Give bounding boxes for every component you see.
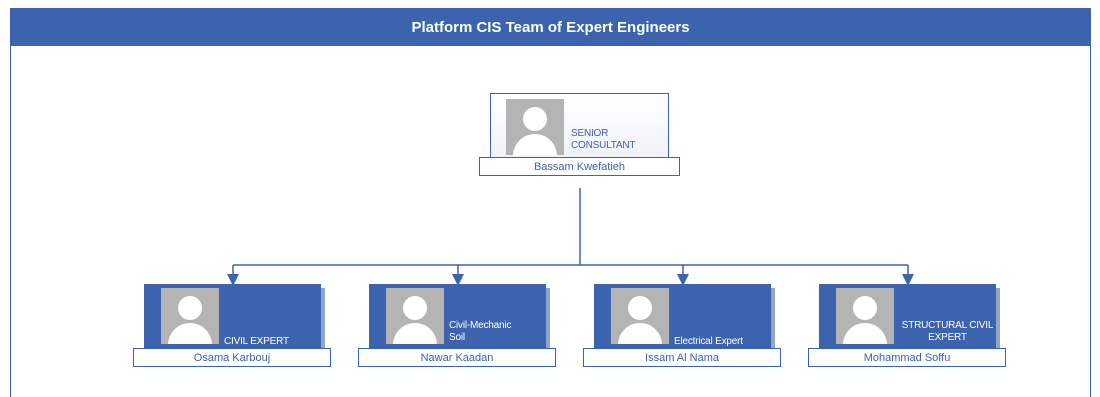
org-node-role: Civil-Mechanic Soil [449,320,512,343]
person-silhouette-icon [506,99,564,155]
person-silhouette-icon [161,288,219,344]
org-node-name-nawar-kaadan: Nawar Kaadan [358,348,556,367]
org-node-name-issam-al-nama: Issam Al Nama [583,348,781,367]
person-silhouette-icon [836,288,894,344]
org-node-mohammad-soffu[interactable]: STRUCTURAL CIVIL EXPERT [819,284,1000,352]
person-silhouette-icon [611,288,669,344]
org-node-issam-al-nama[interactable]: Electrical Expert [594,284,775,352]
org-node-role: Electrical Expert [674,336,743,347]
org-node-osama-karbouj[interactable]: CIVIL EXPERT [144,284,325,352]
person-silhouette-icon [386,288,444,344]
org-node-name-root: Bassam Kwefatieh [479,157,680,176]
frame-border-right [1090,46,1091,397]
org-node-role: CIVIL EXPERT [224,336,289,347]
org-node-role: SENIOR CONSULTANT [571,128,636,151]
org-node-role: STRUCTURAL CIVIL EXPERT [901,320,994,343]
org-node-name-osama-karbouj: Osama Karbouj [133,348,331,367]
frame-border-left [10,46,11,397]
org-node-nawar-kaadan[interactable]: Civil-Mechanic Soil [369,284,550,352]
org-node-root[interactable]: SENIOR CONSULTANT [490,93,669,165]
org-node-name-mohammad-soffu: Mohammad Soffu [808,348,1006,367]
page-title: Platform CIS Team of Expert Engineers [10,8,1091,46]
